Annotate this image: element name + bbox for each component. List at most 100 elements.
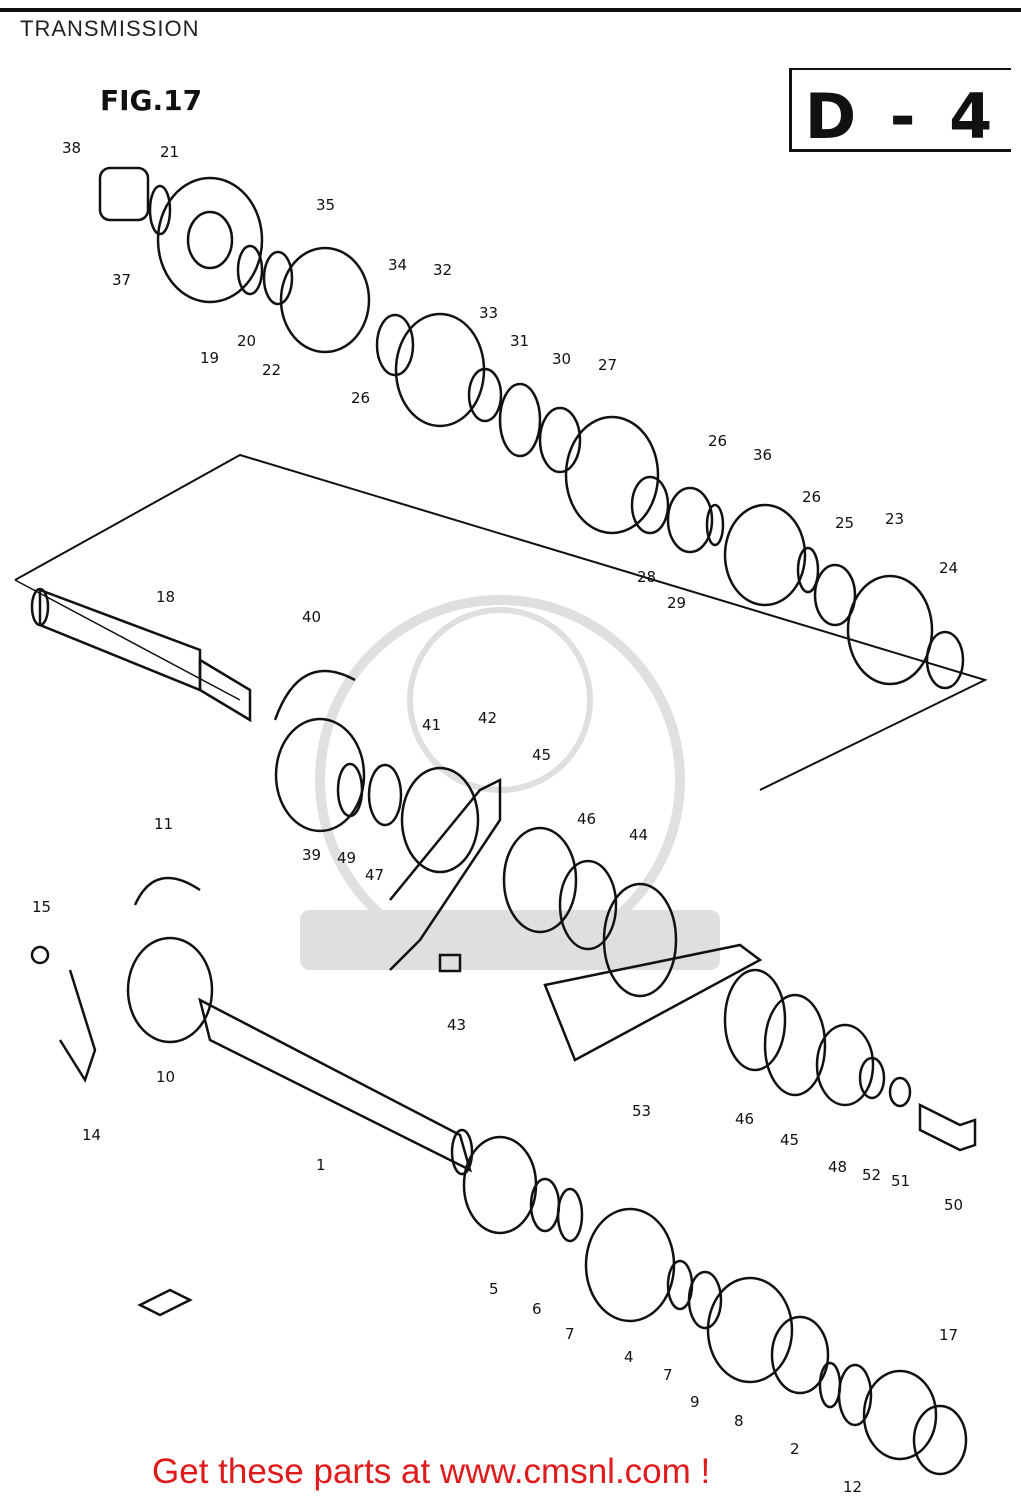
footer-parts-link[interactable]: Get these parts at www.cmsnl.com ! <box>152 1452 711 1491</box>
callout-1: 1 <box>316 1156 326 1174</box>
callout-36: 36 <box>753 446 772 464</box>
bearing-39 <box>274 717 366 833</box>
countershaft-group-frame <box>14 453 988 791</box>
callout-2: 2 <box>790 1440 800 1458</box>
callout-51: 51 <box>891 1172 910 1190</box>
washer-21 <box>148 184 172 236</box>
circlip-30 <box>538 406 582 474</box>
callout-26: 26 <box>351 389 370 407</box>
mainshaft-1-end <box>450 1128 474 1176</box>
circlip-3 <box>818 1361 842 1409</box>
stopper-14 <box>58 969 97 1083</box>
washer-9 <box>687 1270 723 1330</box>
circlip-40 <box>273 669 356 721</box>
gear-36 <box>723 503 807 607</box>
gear-23 <box>846 574 934 686</box>
circlip-7 <box>556 1187 584 1243</box>
callout-6: 6 <box>532 1300 542 1318</box>
callout-53: 53 <box>632 1102 651 1120</box>
gear-4 <box>584 1207 676 1323</box>
callout-9: 9 <box>690 1393 700 1411</box>
callout-5: 5 <box>489 1280 499 1298</box>
callout-43: 43 <box>447 1016 466 1034</box>
bearing-10 <box>126 936 214 1044</box>
bearing-48 <box>815 1023 875 1107</box>
countershaft-18 <box>38 588 202 692</box>
section-code: D - 4 <box>804 80 999 153</box>
callout-22: 22 <box>262 361 281 379</box>
gear-19 <box>156 176 264 304</box>
callout-45: 45 <box>532 746 551 764</box>
chain-53 <box>543 943 763 1062</box>
bushing-20 <box>236 244 264 296</box>
callout-37: 37 <box>112 271 131 289</box>
front-arrow-icon <box>137 1288 193 1317</box>
washer-45b <box>763 993 827 1097</box>
callout-15: 15 <box>32 898 51 916</box>
bushing-24 <box>925 630 965 690</box>
callout-45: 45 <box>780 1131 799 1149</box>
bushing-28 <box>630 475 670 535</box>
callout-18: 18 <box>156 588 175 606</box>
circlip-11 <box>133 876 201 906</box>
part-drawings <box>30 166 977 1476</box>
gear-2 <box>770 1315 830 1395</box>
gear-8 <box>706 1276 794 1384</box>
circlip-26 <box>705 503 725 547</box>
callout-10: 10 <box>156 1068 175 1086</box>
gear-27 <box>564 415 660 535</box>
gear-35 <box>279 246 371 354</box>
callout-34: 34 <box>388 256 407 274</box>
countershaft-18-spline <box>198 657 252 723</box>
gear-5 <box>462 1135 538 1235</box>
header-rule <box>0 8 1021 12</box>
callout-24: 24 <box>939 559 958 577</box>
callout-7: 7 <box>663 1366 673 1384</box>
washer-51 <box>888 1076 912 1108</box>
bushing-6 <box>529 1177 561 1233</box>
washer-25 <box>813 563 857 627</box>
callout-8: 8 <box>734 1412 744 1430</box>
plate-42 <box>389 777 502 971</box>
callout-33: 33 <box>479 304 498 322</box>
callout-42: 42 <box>478 709 497 727</box>
callout-21: 21 <box>160 143 179 161</box>
bolt-43 <box>438 953 462 973</box>
mainshaft-1 <box>198 997 472 1173</box>
spacer-47 <box>367 763 403 827</box>
callout-49: 49 <box>337 849 356 867</box>
bushing-33 <box>467 367 503 423</box>
bearing-12 <box>837 1363 873 1427</box>
callout-26: 26 <box>708 432 727 450</box>
retainer-41 <box>400 766 480 874</box>
callout-46: 46 <box>577 810 596 828</box>
seal-46b <box>723 968 787 1072</box>
bolt-50 <box>918 1102 977 1152</box>
washer-22 <box>262 250 294 306</box>
frame-edge <box>14 579 241 701</box>
callout-23: 23 <box>885 510 904 528</box>
callout-41: 41 <box>422 716 441 734</box>
callout-44: 44 <box>629 826 648 844</box>
washer-45 <box>502 826 578 934</box>
figure-label: FIG.17 <box>100 84 203 117</box>
callout-48: 48 <box>828 1158 847 1176</box>
callout-19: 19 <box>200 349 219 367</box>
washer-52 <box>858 1056 886 1100</box>
callout-29: 29 <box>667 594 686 612</box>
callout-7: 7 <box>565 1325 575 1343</box>
oring-49 <box>336 762 364 818</box>
callout-14: 14 <box>82 1126 101 1144</box>
callout-32: 32 <box>433 261 452 279</box>
callout-35: 35 <box>316 196 335 214</box>
callout-25: 25 <box>835 514 854 532</box>
callout-52: 52 <box>862 1166 881 1184</box>
callout-17: 17 <box>939 1326 958 1344</box>
callout-38: 38 <box>62 139 81 157</box>
callout-31: 31 <box>510 332 529 350</box>
callout-28: 28 <box>637 568 656 586</box>
countershaft-18-end <box>30 587 50 627</box>
callout-20: 20 <box>237 332 256 350</box>
